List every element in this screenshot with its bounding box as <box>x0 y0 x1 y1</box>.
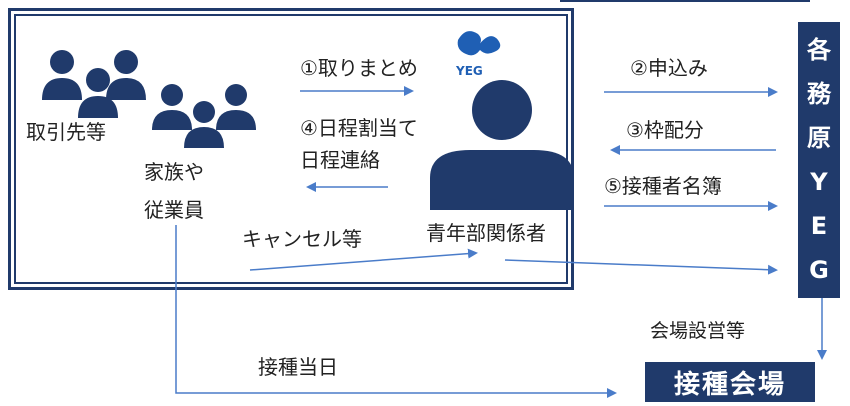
arrow-cancel <box>249 248 478 271</box>
yeg-char-5: E <box>810 212 828 240</box>
step2-label: ②申込み <box>630 56 708 80</box>
vaccination-venue-label: 接種会場 <box>673 369 786 400</box>
yeg-logo-text: YEG <box>456 64 483 78</box>
vaccination-day-label: 接種当日 <box>258 355 338 379</box>
cancel-label: キャンセル等 <box>242 227 362 251</box>
organizer-box <box>8 8 574 290</box>
kakamigahara-yeg-box: 各 務 原 Y E G <box>798 22 840 298</box>
clients-label: 取引先等 <box>26 120 106 144</box>
family-label-line2: 従業員 <box>144 198 204 222</box>
family-group-icon <box>152 84 256 148</box>
vaccination-venue-box: 接種会場 <box>645 362 815 402</box>
family-label-line1: 家族や <box>144 160 204 184</box>
organizer-box-inner <box>14 14 568 284</box>
arrow-vaccination-day <box>175 225 617 398</box>
step5-label: ⑤接種者名簿 <box>604 174 722 198</box>
yeg-char-6: G <box>809 256 829 284</box>
yeg-char-2: 務 <box>807 80 831 108</box>
yeg-char-4: Y <box>810 168 828 196</box>
arrow-coordinator-to-yeg <box>504 259 778 275</box>
yeg-logo-icon <box>457 31 501 56</box>
venue-setup-label: 会場設営等 <box>650 320 746 342</box>
step4-label-line1: ④日程割当て <box>300 116 418 140</box>
step4-label-line2: 日程連絡 <box>300 148 380 172</box>
top-rule <box>560 0 810 2</box>
yeg-char-1: 各 <box>807 36 831 64</box>
clients-group-icon <box>42 50 146 118</box>
coordinator-person-icon <box>430 80 574 210</box>
step1-label: ①取りまとめ <box>300 56 418 80</box>
yeg-char-3: 原 <box>807 124 831 152</box>
coordinator-label: 青年部関係者 <box>426 221 546 245</box>
step3-label: ③枠配分 <box>626 118 704 142</box>
